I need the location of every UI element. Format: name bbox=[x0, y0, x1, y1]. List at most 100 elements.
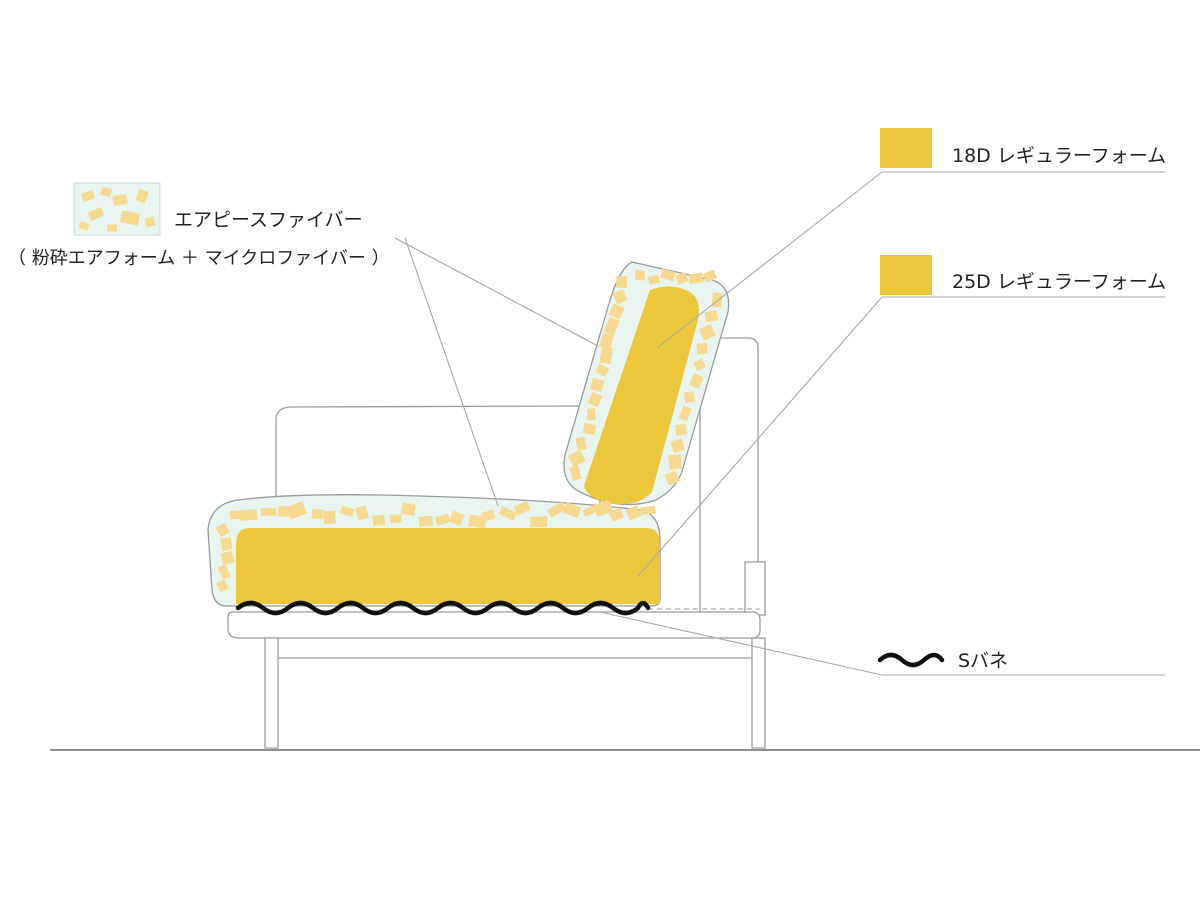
fiber-chip bbox=[87, 206, 105, 222]
air-piece-fiber-swatch-chips bbox=[78, 186, 156, 232]
fiber-chip bbox=[664, 470, 681, 486]
seat-cushion-fiber-chips bbox=[215, 499, 656, 593]
fiber-chip bbox=[711, 292, 723, 308]
fiber-chip bbox=[220, 536, 233, 552]
s-spring-legend-icon bbox=[877, 652, 945, 668]
fiber-chip bbox=[599, 332, 614, 350]
leader-air-piece-seat bbox=[404, 237, 499, 507]
back-cushion-fiber-chips bbox=[567, 268, 723, 486]
fiber-chip bbox=[599, 346, 613, 365]
fiber-chip bbox=[603, 316, 620, 336]
air-piece-fiber-title: エアピースファイバー bbox=[174, 209, 363, 231]
leader-air-piece-back bbox=[394, 237, 599, 347]
fiber-chip bbox=[215, 522, 230, 538]
fiber-chip bbox=[612, 289, 628, 305]
fiber-chip bbox=[530, 516, 548, 528]
fiber-chip bbox=[699, 324, 716, 341]
fiber-chip bbox=[285, 501, 307, 520]
fiber-chip bbox=[468, 514, 487, 529]
fiber-chip bbox=[390, 514, 402, 524]
fiber-chip bbox=[513, 500, 531, 516]
fiber-chip bbox=[80, 189, 96, 203]
base-rail bbox=[227, 611, 761, 639]
fiber-chip bbox=[608, 303, 625, 320]
fiber-chip bbox=[567, 449, 586, 468]
fiber-chip bbox=[704, 310, 719, 323]
fiber-chip bbox=[480, 509, 496, 522]
fiber-chip bbox=[575, 436, 587, 451]
fiber-chip bbox=[100, 186, 112, 198]
fiber-chip bbox=[217, 564, 231, 580]
fiber-chip bbox=[435, 513, 451, 526]
sofa-frame bbox=[227, 337, 766, 749]
foam-25d-swatch bbox=[880, 255, 932, 295]
leader-18d bbox=[656, 171, 1165, 349]
foam-18d-label: 18D レギュラーフォーム bbox=[952, 145, 1166, 167]
back-cushion bbox=[563, 261, 730, 506]
fiber-chip bbox=[144, 216, 156, 228]
fiber-chip bbox=[670, 438, 685, 454]
fiber-chip bbox=[229, 510, 242, 520]
fiber-chip bbox=[689, 373, 704, 389]
seat-cushion bbox=[207, 494, 661, 607]
fiber-chip bbox=[634, 269, 646, 281]
seat-cushion-foam-25d bbox=[236, 528, 660, 604]
fiber-chip bbox=[135, 188, 149, 204]
fiber-chip bbox=[78, 221, 90, 231]
fiber-chip bbox=[640, 505, 656, 515]
fiber-chip bbox=[702, 269, 718, 283]
legend-foam-18d: 18D レギュラーフォーム bbox=[880, 128, 1166, 168]
fiber-chip bbox=[674, 423, 688, 436]
fiber-chip bbox=[418, 515, 434, 527]
fiber-chip bbox=[582, 505, 596, 517]
fiber-chip bbox=[311, 509, 324, 520]
leader-lines bbox=[394, 171, 1165, 676]
legend-s-spring: Sバネ bbox=[877, 650, 1008, 672]
fiber-chip bbox=[648, 274, 660, 285]
fiber-chip bbox=[683, 391, 696, 403]
fiber-chip bbox=[547, 501, 567, 518]
fiber-chip bbox=[448, 510, 465, 527]
fiber-chip bbox=[625, 505, 642, 521]
fiber-chip bbox=[595, 363, 610, 377]
fiber-chip bbox=[608, 507, 624, 523]
fiber-chip bbox=[499, 506, 518, 521]
fiber-chip bbox=[355, 505, 369, 521]
s-spring bbox=[235, 600, 651, 616]
fiber-chip bbox=[668, 453, 683, 471]
fiber-chip bbox=[261, 508, 277, 516]
s-spring-label: Sバネ bbox=[958, 650, 1008, 672]
fiber-chip bbox=[216, 579, 229, 593]
fiber-chip bbox=[582, 422, 597, 436]
fiber-chip bbox=[112, 193, 128, 207]
fiber-chip bbox=[660, 268, 676, 282]
fiber-chip bbox=[678, 405, 692, 422]
fiber-chip bbox=[616, 275, 628, 289]
fiber-chip bbox=[688, 272, 704, 285]
fiber-chip bbox=[239, 509, 258, 522]
fiber-chip bbox=[675, 271, 689, 285]
fiber-chip bbox=[569, 465, 582, 481]
fiber-chip bbox=[696, 342, 708, 355]
back-frame bbox=[699, 337, 759, 613]
left-leg bbox=[264, 637, 279, 749]
foam-18d-swatch bbox=[880, 128, 932, 168]
fiber-chip bbox=[589, 377, 605, 393]
fiber-chip bbox=[372, 514, 386, 527]
fiber-chip bbox=[593, 499, 614, 517]
fiber-chip bbox=[323, 510, 336, 525]
fiber-chip bbox=[220, 550, 235, 566]
fiber-chip bbox=[400, 502, 416, 516]
fiber-chip bbox=[587, 391, 603, 408]
fiber-chip bbox=[120, 210, 140, 226]
fiber-chip bbox=[562, 502, 582, 519]
foam-25d-label: 25D レギュラーフォーム bbox=[952, 271, 1166, 293]
fiber-chip bbox=[107, 224, 117, 232]
fiber-chip bbox=[693, 358, 706, 372]
leader-25d bbox=[637, 296, 1165, 577]
back-cushion-foam-18d bbox=[584, 286, 699, 505]
right-leg bbox=[751, 637, 766, 749]
leader-s-spring bbox=[599, 611, 1165, 676]
legend-air-piece-fiber: エアピースファイバー （ 粉砕エアフォーム ＋ マイクロファイバー ） bbox=[8, 182, 390, 269]
